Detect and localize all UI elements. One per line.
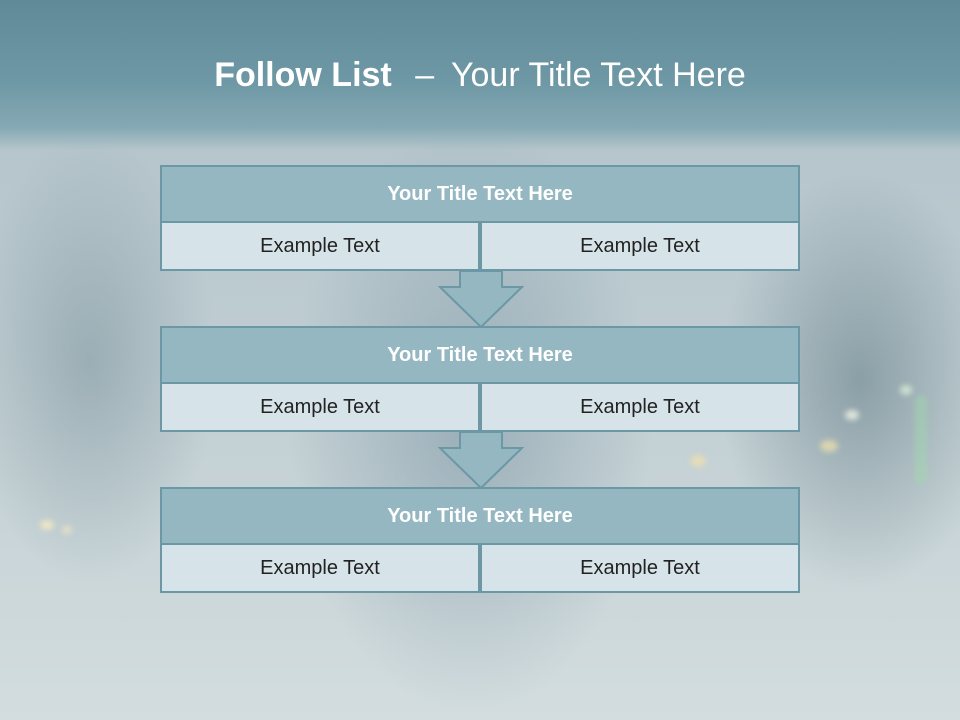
slide-title: Follow List – Your Title Text Here [0, 52, 960, 98]
slide-title-separator: – [415, 56, 435, 94]
block-title: Your Title Text Here [160, 487, 800, 545]
down-arrow-icon [438, 271, 524, 329]
bokeh-light [915, 395, 927, 485]
slide-title-rest: Your Title Text Here [450, 56, 746, 94]
block-left-cell: Example Text [160, 382, 480, 432]
block-right-cell: Example Text [480, 221, 800, 271]
down-arrow-icon [438, 432, 524, 490]
bokeh-light [845, 410, 859, 420]
bokeh-light [900, 385, 912, 395]
bokeh-light [40, 520, 54, 530]
block-left-cell: Example Text [160, 543, 480, 593]
block-title: Your Title Text Here [160, 165, 800, 223]
header-band [0, 0, 960, 150]
bokeh-light [690, 455, 706, 467]
bokeh-light [820, 440, 838, 452]
bokeh-light [62, 526, 72, 534]
slide-title-bold: Follow List [214, 56, 392, 94]
block-title: Your Title Text Here [160, 326, 800, 384]
block-right-cell: Example Text [480, 382, 800, 432]
block-right-cell: Example Text [480, 543, 800, 593]
block-left-cell: Example Text [160, 221, 480, 271]
